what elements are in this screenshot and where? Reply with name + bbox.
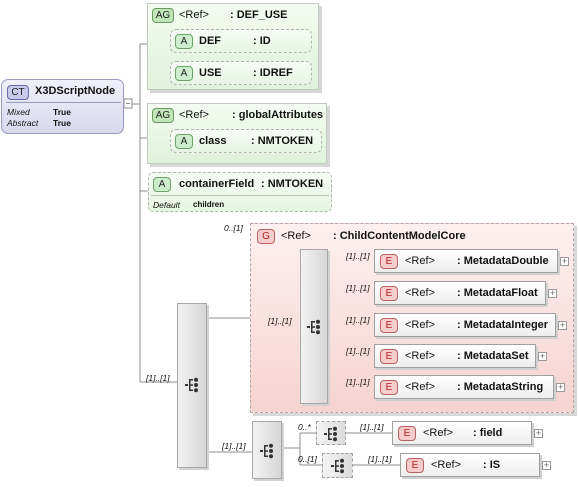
attribute-badge: A	[153, 177, 171, 192]
attribute-badge: A	[175, 66, 193, 81]
element-cardinality: [1]..[1]	[368, 454, 392, 464]
group-sequence[interactable]	[300, 249, 328, 404]
group-badge: G	[257, 229, 275, 244]
ref-label: <Ref>	[281, 230, 311, 242]
property-key: Mixed	[7, 107, 30, 117]
element-type: : MetadataFloat	[457, 287, 538, 299]
expand-icon[interactable]: +	[560, 256, 569, 266]
element-cardinality: [1]..[1]	[346, 251, 370, 261]
attribute-group-global[interactable]: AG <Ref> : globalAttributes A class : NM…	[147, 103, 327, 164]
element-type: : field	[473, 427, 503, 439]
attribute-group-badge: AG	[152, 8, 174, 23]
ref-label: <Ref>	[405, 255, 435, 267]
attribute-type: : IDREF	[253, 67, 293, 79]
expand-icon[interactable]: +	[556, 382, 565, 392]
sequence-icon	[331, 458, 344, 474]
attribute-name: DEF	[199, 35, 221, 47]
element-type: : IS	[483, 459, 501, 471]
element-badge: E	[380, 254, 398, 269]
ref-label: <Ref>	[179, 9, 209, 21]
element-metadata-string[interactable]: E <Ref> : MetadataString	[374, 375, 554, 399]
attribute-name: class	[199, 135, 227, 147]
attribute-group-type: : DEF_USE	[230, 9, 288, 21]
attribute-use[interactable]: A USE : IDREF	[170, 61, 312, 85]
attribute-type: : NMTOKEN	[251, 135, 314, 147]
expand-icon[interactable]: +	[548, 288, 557, 298]
group-type: : ChildContentModelCore	[333, 230, 466, 242]
ref-label: <Ref>	[405, 287, 435, 299]
attribute-badge: A	[175, 34, 193, 49]
default-key: Default	[153, 200, 180, 210]
element-metadata-float[interactable]: E <Ref> : MetadataFloat	[374, 281, 546, 305]
is-sequence[interactable]	[322, 453, 353, 478]
attribute-class[interactable]: A class : NMTOKEN	[170, 129, 322, 153]
divider	[6, 102, 121, 103]
attribute-name: containerField	[179, 178, 255, 190]
element-is[interactable]: E <Ref> : IS	[400, 453, 540, 477]
ref-label: <Ref>	[431, 459, 461, 471]
element-badge: E	[398, 426, 416, 441]
element-cardinality: [1]..[1]	[346, 377, 370, 387]
complex-type-box[interactable]: CT X3DScriptNode Mixed True Abstract Tru…	[1, 79, 124, 134]
sequence-icon	[307, 319, 320, 335]
main-sequence[interactable]	[177, 303, 207, 468]
element-badge: E	[380, 380, 398, 395]
element-badge: E	[380, 349, 398, 364]
attribute-name: USE	[199, 67, 222, 79]
attribute-group-type: : globalAttributes	[232, 109, 324, 121]
default-value: children	[193, 200, 225, 209]
element-metadata-double[interactable]: E <Ref> : MetadataDouble	[374, 249, 558, 273]
element-cardinality: [1]..[1]	[346, 315, 370, 325]
main-sequence-cardinality: [1]..[1]	[146, 373, 170, 383]
attribute-group-badge: AG	[152, 108, 174, 123]
element-badge: E	[380, 318, 398, 333]
expand-icon[interactable]: +	[542, 460, 551, 470]
property-value: True	[53, 118, 71, 128]
expand-icon[interactable]: +	[538, 351, 547, 361]
attribute-container-field[interactable]: A containerField : NMTOKEN Default child…	[148, 172, 332, 212]
attribute-type: : NMTOKEN	[261, 178, 324, 190]
group-sequence-cardinality: [1]..[1]	[268, 316, 292, 326]
element-type: : MetadataSet	[457, 350, 529, 362]
element-metadata-set[interactable]: E <Ref> : MetadataSet	[374, 344, 536, 368]
lower-sequence[interactable]	[252, 421, 282, 479]
expand-icon[interactable]: +	[534, 428, 543, 438]
element-metadata-integer[interactable]: E <Ref> : MetadataInteger	[374, 313, 556, 337]
field-sequence[interactable]	[316, 421, 346, 445]
complex-type-name: X3DScriptNode	[35, 85, 116, 97]
sequence-icon	[260, 443, 273, 459]
lower-sequence-cardinality: [1]..[1]	[222, 441, 246, 451]
property-value: True	[53, 107, 71, 117]
element-type: : MetadataInteger	[457, 319, 549, 331]
element-field[interactable]: E <Ref> : field	[392, 421, 532, 445]
sequence-icon	[185, 377, 198, 393]
choice-cardinality: 0..[1]	[298, 454, 317, 464]
element-badge: E	[406, 458, 424, 473]
complex-type-badge: CT	[7, 85, 29, 100]
attribute-badge: A	[175, 134, 193, 149]
element-type: : MetadataDouble	[457, 255, 549, 267]
ref-label: <Ref>	[179, 109, 209, 121]
group-cardinality: 0..[1]	[224, 223, 243, 233]
sequence-icon	[324, 426, 337, 442]
attribute-def[interactable]: A DEF : ID	[170, 29, 312, 53]
ref-label: <Ref>	[405, 381, 435, 393]
expand-icon[interactable]: +	[558, 320, 567, 330]
attribute-group-def-use[interactable]: AG <Ref> : DEF_USE A DEF : ID A USE : ID…	[147, 3, 319, 90]
element-cardinality: [1]..[1]	[360, 422, 384, 432]
element-cardinality: [1]..[1]	[346, 346, 370, 356]
attribute-type: : ID	[253, 35, 271, 47]
element-cardinality: [1]..[1]	[346, 283, 370, 293]
element-badge: E	[380, 286, 398, 301]
ref-label: <Ref>	[405, 319, 435, 331]
choice-cardinality: 0..*	[298, 422, 311, 432]
element-type: : MetadataString	[457, 381, 544, 393]
divider	[151, 195, 329, 196]
ref-label: <Ref>	[405, 350, 435, 362]
property-key: Abstract	[7, 118, 39, 128]
ref-label: <Ref>	[423, 427, 453, 439]
